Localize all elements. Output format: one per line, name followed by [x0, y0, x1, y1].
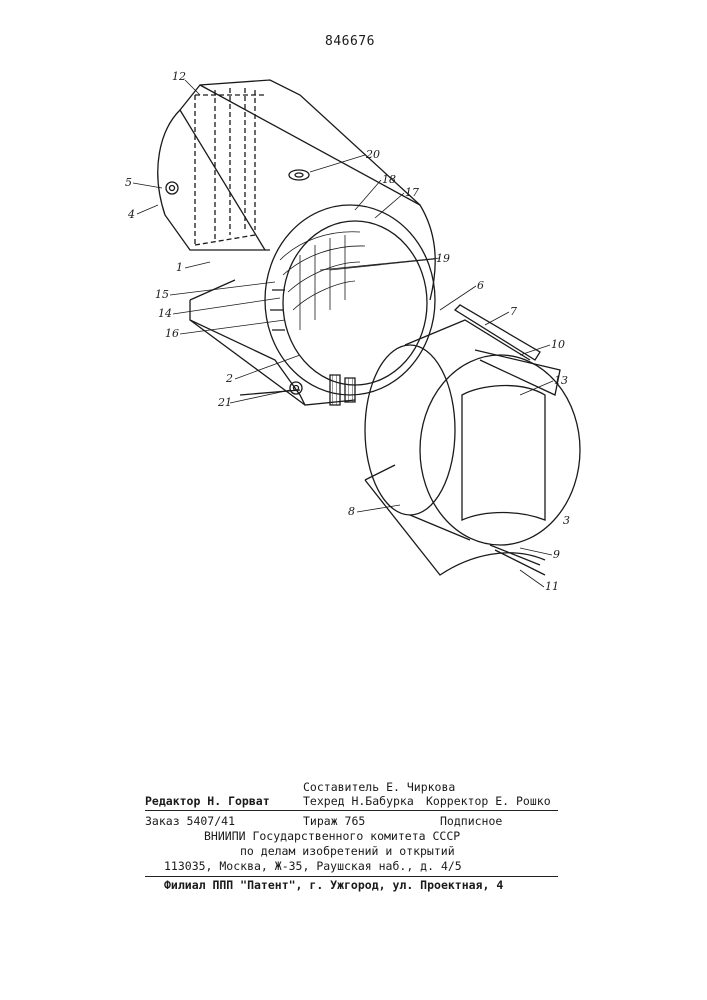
svg-text:10: 10 — [551, 338, 565, 351]
corrector-text: Корректор Е. Рошко — [426, 794, 551, 808]
techred-text: Техред Н.Бабурка — [303, 794, 414, 808]
svg-text:18: 18 — [382, 173, 396, 186]
svg-text:16: 16 — [165, 327, 179, 340]
imprint-block: Составитель Е. Чиркова Редактор Н. Горва… — [0, 770, 707, 890]
order-text: Заказ 5407/41 — [145, 814, 235, 828]
front-ring-inner — [283, 221, 427, 385]
mesh-grid — [280, 232, 440, 330]
rib-9-11 — [490, 545, 545, 575]
svg-text:8: 8 — [348, 505, 355, 518]
lower-stem-hatch — [330, 375, 355, 405]
svg-text:3: 3 — [563, 514, 570, 527]
front-ring-outer — [265, 205, 435, 395]
svg-text:13: 13 — [554, 374, 568, 387]
branch-text: Филиал ППП "Патент", г. Ужгород, ул. Про… — [164, 878, 503, 892]
address-text: 113035, Москва, Ж-35, Раушская наб., д. … — [164, 859, 462, 873]
insert-dashed-outline — [195, 88, 265, 245]
svg-text:4: 4 — [127, 208, 135, 221]
knob-5 — [166, 182, 178, 194]
svg-text:2: 2 — [225, 372, 233, 385]
svg-text:7: 7 — [510, 305, 517, 318]
upper-housing-top-edge — [200, 85, 435, 300]
org1-text: ВНИИПИ Государственного комитета СССР — [204, 829, 460, 843]
svg-text:17: 17 — [405, 186, 419, 199]
svg-text:6: 6 — [477, 279, 484, 292]
svg-text:19: 19 — [436, 252, 450, 265]
strip-13 — [462, 386, 545, 520]
svg-text:21: 21 — [217, 396, 232, 409]
upper-housing-outline — [158, 80, 420, 250]
circulation-text: Тираж 765 — [303, 814, 365, 828]
bottom-plate-8 — [365, 465, 545, 575]
divider-top — [145, 810, 558, 811]
svg-text:5: 5 — [125, 176, 132, 189]
svg-text:12: 12 — [172, 70, 186, 83]
svg-text:15: 15 — [155, 288, 169, 301]
editor-text: Редактор Н. Горват — [145, 794, 270, 808]
org2-text: по делам изобретений и открытий — [240, 844, 455, 858]
subscription-text: Подписное — [440, 814, 502, 828]
rear-cylinder-body — [405, 320, 530, 540]
figure-labels: 12 5 4 20 18 17 1 19 15 14 16 6 7 10 13 … — [125, 70, 570, 593]
svg-text:14: 14 — [158, 307, 172, 320]
leader-lines — [133, 80, 553, 587]
svg-text:11: 11 — [545, 580, 559, 593]
rib-7 — [455, 305, 540, 360]
patent-drawing: 12 5 4 20 18 17 1 19 15 14 16 6 7 10 13 … — [0, 0, 707, 620]
knob-21 — [290, 382, 302, 394]
upper-housing-side — [180, 110, 265, 250]
divider-bottom — [145, 876, 558, 877]
svg-text:9: 9 — [553, 548, 560, 561]
compiler-text: Составитель Е. Чиркова — [303, 780, 455, 794]
rear-cylinder-back — [365, 345, 455, 515]
knob-20 — [289, 170, 309, 180]
svg-text:20: 20 — [365, 148, 380, 161]
svg-text:1: 1 — [176, 261, 183, 274]
